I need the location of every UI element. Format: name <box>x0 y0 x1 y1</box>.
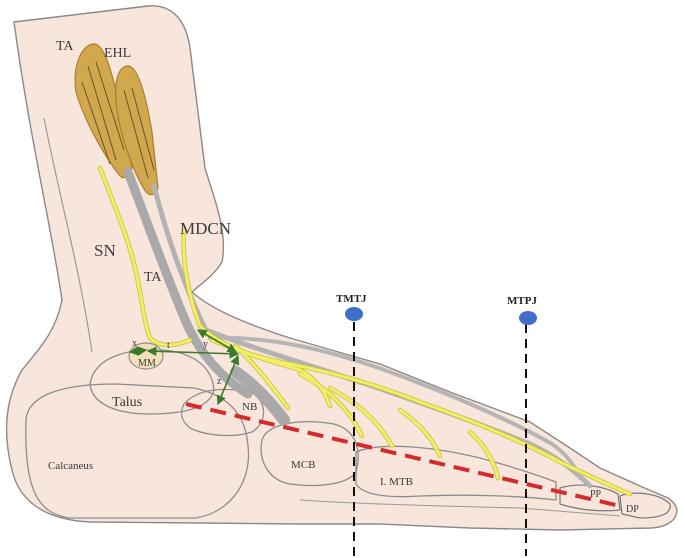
label-pp: PP <box>590 489 602 500</box>
label-calcaneus: Calcaneus <box>48 460 93 472</box>
lateral-metatarsal-outline <box>299 499 621 517</box>
proximal-phalanx-bone <box>559 484 621 512</box>
ehl-fibers <box>123 87 155 179</box>
first-metatarsal-bone <box>355 445 557 501</box>
label-mcb: MCB <box>291 459 315 471</box>
label-dp: DP <box>626 504 639 515</box>
label-t: t <box>167 340 170 351</box>
measurement-arrows <box>128 329 240 406</box>
arrow-t <box>146 346 240 359</box>
arrow-x <box>128 346 148 356</box>
label-x: x <box>132 338 137 349</box>
label-sn: SN <box>94 241 116 260</box>
label-ta-muscle: TA <box>56 39 74 54</box>
arrow-z <box>216 354 240 406</box>
tmtj-marker <box>345 307 363 321</box>
label-y: y <box>203 339 208 350</box>
nerves-highlight <box>98 166 632 496</box>
tibialis-anterior-muscle <box>74 43 133 179</box>
calcaneus-bone <box>25 383 250 519</box>
label-talus: Talus <box>112 395 142 410</box>
label-ta-tendon: TA <box>144 270 162 285</box>
label-tmtj: TMTJ <box>336 293 367 305</box>
label-mtb: I. MTB <box>380 476 413 488</box>
foot-silhouette <box>5 5 678 531</box>
label-nb: NB <box>242 401 257 413</box>
ta-tendon-insertion <box>230 366 290 426</box>
tibia-line <box>43 117 93 353</box>
label-mtpj: MTPJ <box>507 295 537 307</box>
mtpj-marker <box>519 311 537 325</box>
arrow-y <box>196 329 238 353</box>
label-ehl: EHL <box>104 46 131 61</box>
distal-phalanx-bone <box>619 492 671 519</box>
label-z: z <box>217 376 222 387</box>
tibialis-anterior-fibers <box>81 61 125 165</box>
label-mdcn: MDCN <box>180 219 231 238</box>
label-mm: MM <box>138 358 156 369</box>
ehl-tendon-outer <box>208 335 582 480</box>
